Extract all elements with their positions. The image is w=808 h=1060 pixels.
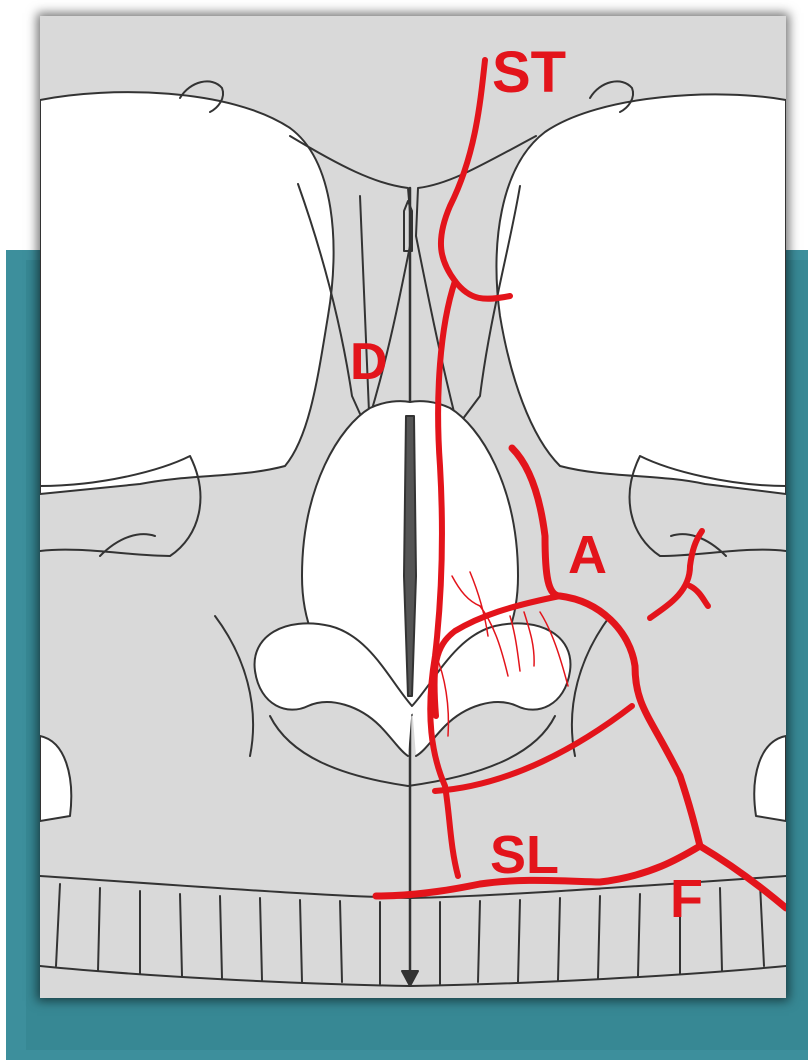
right-orbit (496, 94, 786, 494)
skull-diagram (40, 16, 786, 998)
skull-diagram-card: ST D A SL F (40, 16, 786, 998)
lateral-nasal-branch (435, 706, 632, 791)
label-a: A (568, 528, 607, 582)
superior-labial-artery (376, 846, 786, 908)
right-zygoma (754, 736, 786, 821)
label-sl: SL (490, 828, 559, 882)
label-d: D (350, 336, 388, 388)
left-maxilla-line (215, 616, 253, 756)
septum-body (404, 416, 416, 696)
left-orbit (40, 92, 334, 494)
lateral-twig (650, 531, 708, 618)
left-zygoma (40, 736, 71, 821)
septum-tip (402, 971, 418, 986)
label-f: F (670, 872, 703, 926)
label-st: ST (492, 44, 566, 102)
